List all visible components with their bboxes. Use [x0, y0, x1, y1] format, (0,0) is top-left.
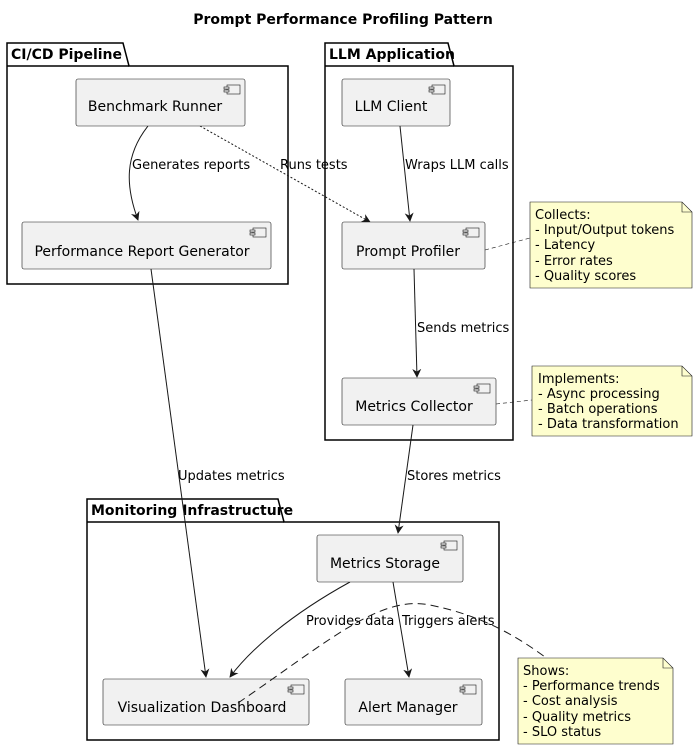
edge-label-provides-data: Provides data [306, 614, 394, 629]
package-label-monitoring: Monitoring Infrastructure [91, 503, 293, 519]
component-icon [428, 84, 446, 95]
note-connector-collector [495, 399, 533, 405]
component-label-metrics-collector: Metrics Collector [355, 399, 473, 415]
note-profiler-line: - Latency [535, 238, 596, 253]
component-report-generator[interactable]: Performance Report Generator [21, 221, 272, 270]
edge-label-updates-metrics: Updates metrics [178, 469, 285, 484]
note-collector-line: Implements: [538, 372, 620, 387]
edge-label-triggers-alerts: Triggers alerts [401, 614, 495, 629]
note-collector: Implements: - Async processing - Batch o… [531, 365, 693, 437]
component-icon [440, 540, 458, 551]
note-profiler: Collects: - Input/Output tokens - Latenc… [529, 201, 693, 289]
note-dashboard-line: - Performance trends [523, 679, 660, 694]
edge-label-stores-metrics: Stores metrics [407, 469, 501, 484]
component-alert-manager[interactable]: Alert Manager [344, 678, 483, 726]
edge-label-runs-tests: Runs tests [280, 158, 348, 173]
component-icon [462, 227, 480, 238]
component-icon [287, 684, 305, 695]
component-label-llm-client: LLM Client [355, 99, 428, 115]
component-visualization-dashboard[interactable]: Visualization Dashboard [102, 678, 310, 726]
component-label-metrics-storage: Metrics Storage [330, 556, 440, 572]
package-label-cicd: CI/CD Pipeline [11, 47, 122, 63]
edge-provides-data [229, 581, 351, 678]
component-label-benchmark-runner: Benchmark Runner [88, 99, 223, 115]
edge-sends-metrics [412, 268, 422, 378]
note-profiler-line: - Quality scores [535, 269, 636, 284]
edge-wraps-llm-calls [399, 125, 414, 222]
note-collector-line: - Async processing [538, 387, 660, 402]
note-profiler-line: Collects: [535, 208, 591, 223]
component-icon [473, 383, 491, 394]
note-connector-profiler [484, 237, 531, 251]
component-prompt-profiler[interactable]: Prompt Profiler [341, 221, 486, 270]
component-metrics-storage[interactable]: Metrics Storage [316, 534, 464, 583]
note-dashboard: Shows: - Performance trends - Cost analy… [517, 657, 674, 745]
diagram-title: Prompt Performance Profiling Pattern [193, 12, 493, 28]
note-dashboard-line: - SLO status [523, 725, 601, 740]
note-collector-line: - Data transformation [538, 417, 679, 432]
note-dashboard-line: - Quality metrics [523, 710, 631, 725]
component-llm-client[interactable]: LLM Client [341, 78, 451, 127]
note-dashboard-line: Shows: [523, 664, 569, 679]
component-icon [459, 684, 477, 695]
edge-label-generates-reports: Generates reports [132, 158, 250, 173]
note-profiler-line: - Error rates [535, 254, 613, 269]
edge-stores-metrics [394, 424, 414, 534]
note-connector-dashboard [237, 603, 546, 704]
component-label-visualization-dashboard: Visualization Dashboard [118, 700, 287, 716]
component-label-report-generator: Performance Report Generator [34, 244, 249, 260]
note-profiler-line: - Input/Output tokens [535, 223, 675, 238]
component-icon [223, 84, 241, 95]
edge-updates-metrics [150, 268, 210, 678]
component-icon [249, 227, 267, 238]
edge-generates-reports [128, 125, 149, 221]
component-benchmark-runner[interactable]: Benchmark Runner [75, 78, 246, 127]
note-collector-line: - Batch operations [538, 402, 658, 417]
component-metrics-collector[interactable]: Metrics Collector [341, 377, 497, 426]
edge-label-sends-metrics: Sends metrics [417, 321, 510, 336]
edge-label-wraps-llm-calls: Wraps LLM calls [405, 158, 509, 173]
component-label-prompt-profiler: Prompt Profiler [356, 244, 460, 260]
edges [128, 125, 422, 678]
edge-runs-tests [199, 125, 371, 223]
component-label-alert-manager: Alert Manager [358, 700, 457, 716]
edge-triggers-alerts [392, 581, 413, 678]
note-dashboard-line: - Cost analysis [523, 694, 618, 709]
package-label-llm-app: LLM Application [329, 47, 455, 63]
